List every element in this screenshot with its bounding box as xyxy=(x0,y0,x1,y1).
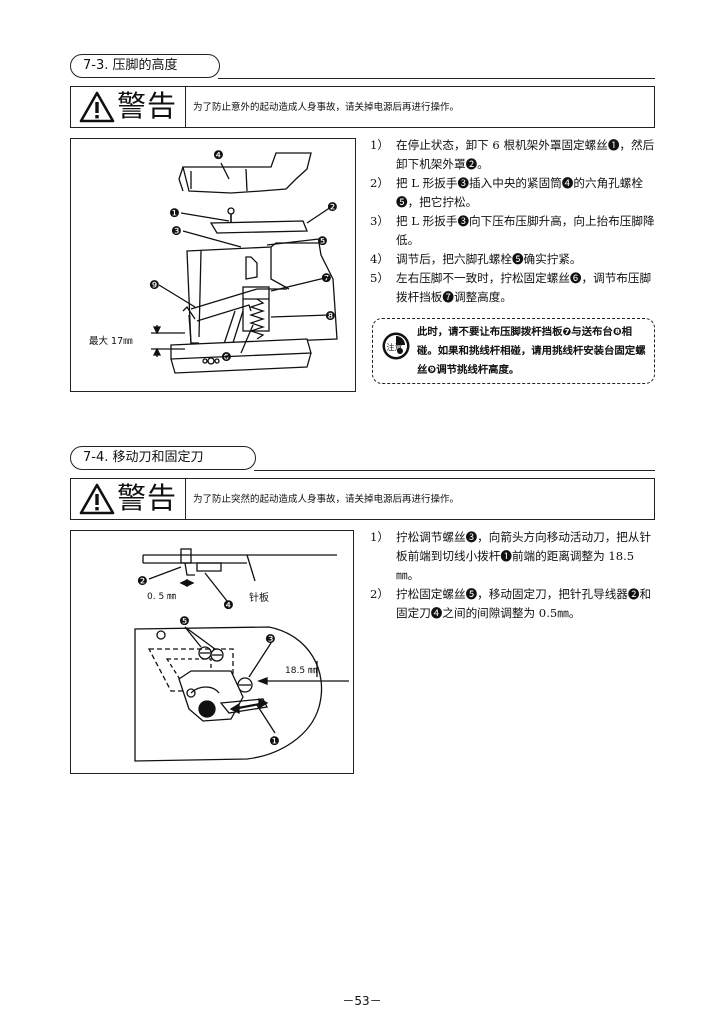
caution-text: 此时，请不要让布压脚拨杆挡板❼与送布台❽相碰。如果和挑线杆相碰，请用挑线杆安装台… xyxy=(417,326,646,376)
caution-icon: 注意 xyxy=(382,332,410,360)
callout-1: ❶ xyxy=(269,734,280,748)
presser-foot-illustration: 最大 17㎜ ❹ ❶ ❷ ❸ ❺ ❾ ❼ ❽ ❻ xyxy=(89,148,338,374)
callout-3: ❸ xyxy=(171,224,182,238)
figure-presser-foot: 最大 17㎜ ❹ ❶ ❷ ❸ ❺ ❾ ❼ ❽ ❻ xyxy=(70,138,356,392)
callout-4: ❹ xyxy=(213,148,224,162)
step-item: 1）在停止状态，卸下 6 根机架外罩固定螺丝❶，然后卸下机架外罩❷。 xyxy=(370,138,655,171)
callout-8: ❽ xyxy=(325,309,336,323)
section-7-4-title: 7-4. 移动刀和固定刀 xyxy=(83,450,204,465)
warning-box-1: 警告 为了防止意外的起动造成人身事故，请关掉电源后再进行操作。 xyxy=(70,86,655,128)
max-height-label: 最大 17㎜ xyxy=(89,335,133,347)
page-number: －53－ xyxy=(342,994,382,1008)
section-7-4-rule xyxy=(254,470,655,471)
warning-text: 为了防止突然的起动造成人身事故，请关掉电源后再进行操作。 xyxy=(193,494,460,505)
step-item: 3）把 L 形扳手❸向下压布压脚升高，向上抬布压脚降低。 xyxy=(370,214,655,247)
figure-knife: 0. 5 ㎜ 针板 18.5 ㎜ ❷ ❹ ❺ ❸ ❶ xyxy=(70,530,354,774)
instructions-7-4: 1）拧松调节螺丝❸，向箭头方向移动活动刀，把从针板前端到切线小拨杆❶前端的距离调… xyxy=(370,528,656,623)
step-item: 4）调节后，把六脚孔螺栓❺确实拧紧。 xyxy=(370,252,582,266)
warning-triangle-icon xyxy=(79,483,115,515)
callout-6: ❻ xyxy=(221,350,232,364)
callout-5: ❺ xyxy=(179,614,190,628)
warning-box-2: 警告 为了防止突然的起动造成人身事故，请关掉电源后再进行操作。 xyxy=(70,478,655,520)
step-item: 2）拧松固定螺丝❺，移动固定刀，把针孔导线器❷和固定刀❹之间的间隙调整为 0.5… xyxy=(370,587,652,620)
screw-icon xyxy=(227,207,235,223)
section-7-4-heading: 7-4. 移动刀和固定刀 xyxy=(70,446,256,470)
section-7-3-heading: 7-3. 压脚的高度 xyxy=(70,54,220,78)
warning-triangle-icon xyxy=(79,91,115,123)
warning-word: 警告 xyxy=(117,89,178,123)
caution-note: 注意 此时，请不要让布压脚拨杆挡板❼与送布台❽相碰。如果和挑线杆相碰，请用挑线杆… xyxy=(372,318,655,384)
knife-illustration: 0. 5 ㎜ 针板 18.5 ㎜ ❷ ❹ ❺ ❸ ❶ xyxy=(134,548,349,762)
section-7-3-title: 7-3. 压脚的高度 xyxy=(83,58,178,73)
gap-label: 0. 5 ㎜ xyxy=(147,592,176,602)
instructions-7-3: 1）在停止状态，卸下 6 根机架外罩固定螺丝❶，然后卸下机架外罩❷。 2）把 L… xyxy=(370,136,656,307)
callout-3: ❸ xyxy=(265,632,276,646)
step-item: 1）拧松调节螺丝❸，向箭头方向移动活动刀，把从针板前端到切线小拨杆❶前端的距离调… xyxy=(370,530,652,582)
caution-icon-label: 注意 xyxy=(387,342,403,352)
step-item: 5）左右压脚不一致时，拧松固定螺丝❻，调节布压脚拨杆挡板❼调整高度。 xyxy=(370,271,652,304)
warning-word: 警告 xyxy=(117,481,178,515)
section-7-3-rule xyxy=(218,78,655,79)
warning-text: 为了防止意外的起动造成人身事故，请关掉电源后再进行操作。 xyxy=(193,102,460,113)
distance-label: 18.5 ㎜ xyxy=(285,666,317,676)
step-item: 2）把 L 形扳手❸插入中央的紧固筒❹的六角孔螺栓❺，把它拧松。 xyxy=(370,176,643,209)
callout-9: ❾ xyxy=(149,278,160,292)
callout-2: ❷ xyxy=(137,574,148,588)
callout-4: ❹ xyxy=(223,598,234,612)
warning-label: 警告 xyxy=(71,479,186,519)
callout-5: ❺ xyxy=(317,234,328,248)
callout-7: ❼ xyxy=(321,271,332,285)
needle-plate-label: 针板 xyxy=(249,591,269,604)
warning-label: 警告 xyxy=(71,87,186,127)
callout-2: ❷ xyxy=(327,200,338,214)
callout-1: ❶ xyxy=(169,206,180,220)
